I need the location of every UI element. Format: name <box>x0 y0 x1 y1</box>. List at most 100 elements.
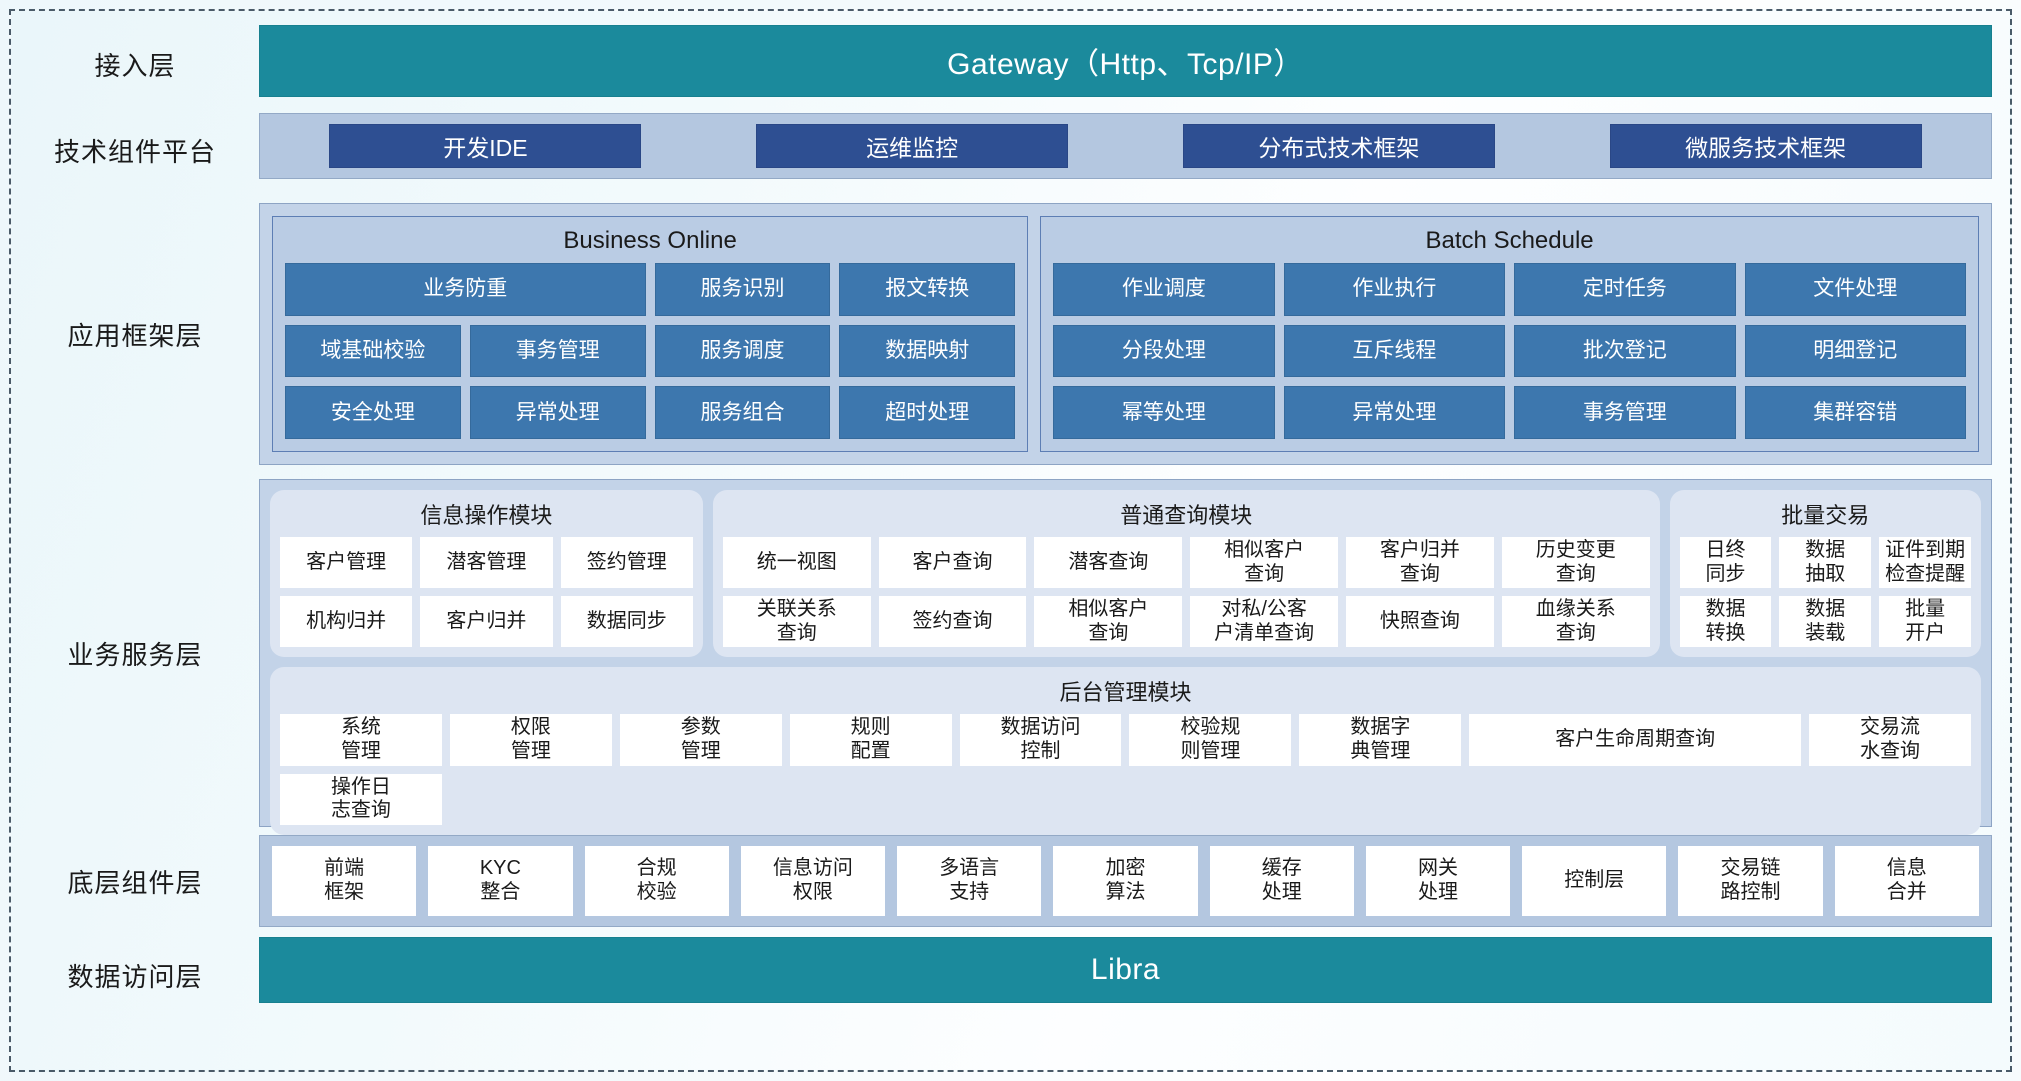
comp-cell-frontend-framework[interactable]: 前端框架 <box>272 846 417 916</box>
fw-cell-business-dedup[interactable]: 业务防重 <box>285 263 646 316</box>
fw-cell-transaction-mgmt[interactable]: 事务管理 <box>469 324 646 378</box>
tech-chip-distributed-framework[interactable]: 分布式技术框架 <box>1182 124 1495 168</box>
panel-title-business-online: Business Online <box>563 227 737 254</box>
biz-cell-prospect-mgmt[interactable]: 潜客管理 <box>420 537 553 589</box>
fw-cell-detail-register[interactable]: 明细登记 <box>1744 324 1966 378</box>
fw-cell-service-composition[interactable]: 服务组合 <box>654 386 831 439</box>
biz-cell-operation-log-query[interactable]: 操作日志查询 <box>280 773 442 825</box>
comp-cell-multilanguage-support[interactable]: 多语言支持 <box>897 846 1042 916</box>
fw-cell-data-mapping[interactable]: 数据映射 <box>839 324 1016 378</box>
biz-cell-personal-corporate-list-query[interactable]: 对私/公客户清单查询 <box>1190 596 1339 648</box>
panel-title-admin-module: 后台管理模块 <box>1059 680 1192 706</box>
biz-cell-snapshot-query[interactable]: 快照查询 <box>1346 596 1494 648</box>
layer-row-access: 接入层 Gateway（Http、Tcp/IP） <box>11 25 2010 103</box>
biz-cell-similar-customer-query-2[interactable]: 相似客户查询 <box>1034 596 1183 648</box>
layer-label-data-access: 数据访问层 <box>67 961 203 992</box>
fw-cell-message-transform[interactable]: 报文转换 <box>839 263 1016 316</box>
comp-cell-control-layer[interactable]: 控制层 <box>1522 846 1667 916</box>
biz-cell-eod-sync[interactable]: 日终同步 <box>1679 537 1772 589</box>
biz-cell-org-merge[interactable]: 机构归并 <box>280 596 413 648</box>
layer-label-tech-platform: 技术组件平台 <box>53 136 216 167</box>
biz-cell-transaction-flow-query[interactable]: 交易流水查询 <box>1809 714 1971 766</box>
fw-cell-service-identify[interactable]: 服务识别 <box>654 263 831 316</box>
comp-cell-encryption-algorithm[interactable]: 加密算法 <box>1053 846 1198 916</box>
fw-cell-job-execute[interactable]: 作业执行 <box>1283 263 1506 316</box>
comp-cell-gateway-handling[interactable]: 网关处理 <box>1365 846 1511 916</box>
fw-cell-service-dispatch[interactable]: 服务调度 <box>654 324 831 378</box>
fw-cell-job-schedule[interactable]: 作业调度 <box>1053 263 1275 316</box>
biz-cell-customer-lifecycle-query[interactable]: 客户生命周期查询 <box>1469 714 1802 766</box>
layer-stack: 接入层 Gateway（Http、Tcp/IP） 技术组件平台 开发IDE 运维… <box>11 11 2010 1070</box>
biz-cell-relationship-query[interactable]: 关联关系查询 <box>722 596 871 648</box>
fw-cell-security-handling[interactable]: 安全处理 <box>285 386 461 439</box>
biz-cell-data-load[interactable]: 数据装载 <box>1779 596 1872 648</box>
panel-title-info-operation: 信息操作模块 <box>420 503 553 528</box>
biz-cell-batch-account-open[interactable]: 批量开户 <box>1879 596 1971 648</box>
fw-cell-timeout-handling[interactable]: 超时处理 <box>839 386 1016 439</box>
biz-cell-data-transform[interactable]: 数据转换 <box>1679 596 1772 648</box>
biz-cell-permission-mgmt[interactable]: 权限管理 <box>449 714 612 766</box>
biz-cell-contract-query[interactable]: 签约查询 <box>878 596 1027 648</box>
tech-chip-ops-monitor[interactable]: 运维监控 <box>756 124 1069 168</box>
layer-row-app-framework: 应用框架层 Business Online 业务防重 服务识别 报文转换 域基础… <box>11 203 2010 465</box>
comp-cell-info-access-permission[interactable]: 信息访问权限 <box>740 846 886 916</box>
panel-business-online: Business Online 业务防重 服务识别 报文转换 域基础校验 事务管… <box>272 216 1029 452</box>
layer-row-data-access: 数据访问层 Libra <box>11 937 2010 1013</box>
biz-cell-data-access-control[interactable]: 数据访问控制 <box>959 714 1122 766</box>
biz-cell-customer-mgmt[interactable]: 客户管理 <box>280 537 413 589</box>
fw-cell-batch-register[interactable]: 批次登记 <box>1514 324 1736 378</box>
tech-chip-microservice-framework[interactable]: 微服务技术框架 <box>1609 124 1922 168</box>
biz-cell-prospect-query[interactable]: 潜客查询 <box>1034 537 1183 589</box>
fw-cell-segment-handling[interactable]: 分段处理 <box>1053 324 1275 378</box>
panel-info-operation-module: 信息操作模块 客户管理 潜客管理 签约管理 机构归并 客户归并 数据同步 <box>270 490 703 658</box>
grid-batch-schedule: 作业调度 作业执行 定时任务 文件处理 分段处理 互斥线程 批次登记 明细登记 … <box>1053 263 1966 439</box>
layer-body-app-framework: Business Online 业务防重 服务识别 报文转换 域基础校验 事务管… <box>259 203 1992 465</box>
tech-platform-band: 开发IDE 运维监控 分布式技术框架 微服务技术框架 <box>259 113 1992 179</box>
biz-cell-data-extract[interactable]: 数据抽取 <box>1779 537 1872 589</box>
biz-cell-data-dictionary-mgmt[interactable]: 数据字典管理 <box>1299 714 1462 766</box>
biz-cell-customer-query[interactable]: 客户查询 <box>878 537 1027 589</box>
layer-row-business-service: 业务服务层 信息操作模块 客户管理 潜客管理 签约管理 机构归并 客户归并 <box>11 479 2010 835</box>
biz-cell-validation-rule-mgmt[interactable]: 校验规则管理 <box>1129 714 1292 766</box>
biz-cell-rule-config[interactable]: 规则配置 <box>789 714 952 766</box>
biz-cell-similar-customer-query-1[interactable]: 相似客户查询 <box>1190 537 1339 589</box>
panel-common-query-module: 普通查询模块 统一视图 客户查询 潜客查询 相似客户查询 客户归并查询 历史变更… <box>712 490 1660 658</box>
fw-cell-timed-task[interactable]: 定时任务 <box>1514 263 1736 316</box>
fw-cell-exception-handling[interactable]: 异常处理 <box>469 386 646 439</box>
libra-bar[interactable]: Libra <box>259 937 1992 1003</box>
fw-cell-cluster-fault-tolerance[interactable]: 集群容错 <box>1744 386 1966 439</box>
fw-cell-batch-transaction-mgmt[interactable]: 事务管理 <box>1514 386 1736 439</box>
biz-cell-unified-view[interactable]: 统一视图 <box>722 537 871 589</box>
biz-cell-lineage-query[interactable]: 血缘关系查询 <box>1501 596 1650 648</box>
layer-label-business-service: 业务服务层 <box>67 639 203 670</box>
biz-cell-customer-merge-query[interactable]: 客户归并查询 <box>1346 537 1494 589</box>
biz-cell-customer-merge[interactable]: 客户归并 <box>420 596 553 648</box>
panel-batch-transaction-module: 批量交易 日终同步 数据抽取 证件到期检查提醒 数据转换 数据装载 批量开户 <box>1669 490 1981 658</box>
biz-cell-parameter-mgmt[interactable]: 参数管理 <box>619 714 782 766</box>
comp-cell-info-merge[interactable]: 信息合并 <box>1834 846 1979 916</box>
comp-cell-transaction-chain-control[interactable]: 交易链路控制 <box>1678 846 1823 916</box>
grid-business-online: 业务防重 服务识别 报文转换 域基础校验 事务管理 服务调度 数据映射 安全处理… <box>285 263 1016 439</box>
layer-body-data-access: Libra <box>259 937 1992 1013</box>
fw-cell-batch-exception-handling[interactable]: 异常处理 <box>1283 386 1506 439</box>
comp-cell-compliance-validation[interactable]: 合规校验 <box>584 846 729 916</box>
comp-cell-cache-handling[interactable]: 缓存处理 <box>1209 846 1354 916</box>
biz-cell-system-mgmt[interactable]: 系统管理 <box>280 714 442 766</box>
biz-cell-contract-mgmt[interactable]: 签约管理 <box>560 537 693 589</box>
layer-body-tech-platform: 开发IDE 运维监控 分布式技术框架 微服务技术框架 <box>259 113 1992 187</box>
fw-cell-idempotent-handling[interactable]: 幂等处理 <box>1053 386 1275 439</box>
biz-cell-history-change-query[interactable]: 历史变更查询 <box>1501 537 1650 589</box>
layer-row-tech-platform: 技术组件平台 开发IDE 运维监控 分布式技术框架 微服务技术框架 <box>11 113 2010 187</box>
biz-cell-id-expiry-reminder[interactable]: 证件到期检查提醒 <box>1879 537 1971 589</box>
gateway-bar[interactable]: Gateway（Http、Tcp/IP） <box>259 25 1992 97</box>
fw-cell-domain-validation[interactable]: 域基础校验 <box>285 324 461 378</box>
biz-cell-data-sync[interactable]: 数据同步 <box>560 596 693 648</box>
fw-cell-file-handling[interactable]: 文件处理 <box>1744 263 1966 316</box>
grid-batch-transaction: 日终同步 数据抽取 证件到期检查提醒 数据转换 数据装载 批量开户 <box>1679 537 1971 648</box>
fw-cell-mutex-thread[interactable]: 互斥线程 <box>1283 324 1506 378</box>
tech-chip-ide[interactable]: 开发IDE <box>329 124 642 168</box>
